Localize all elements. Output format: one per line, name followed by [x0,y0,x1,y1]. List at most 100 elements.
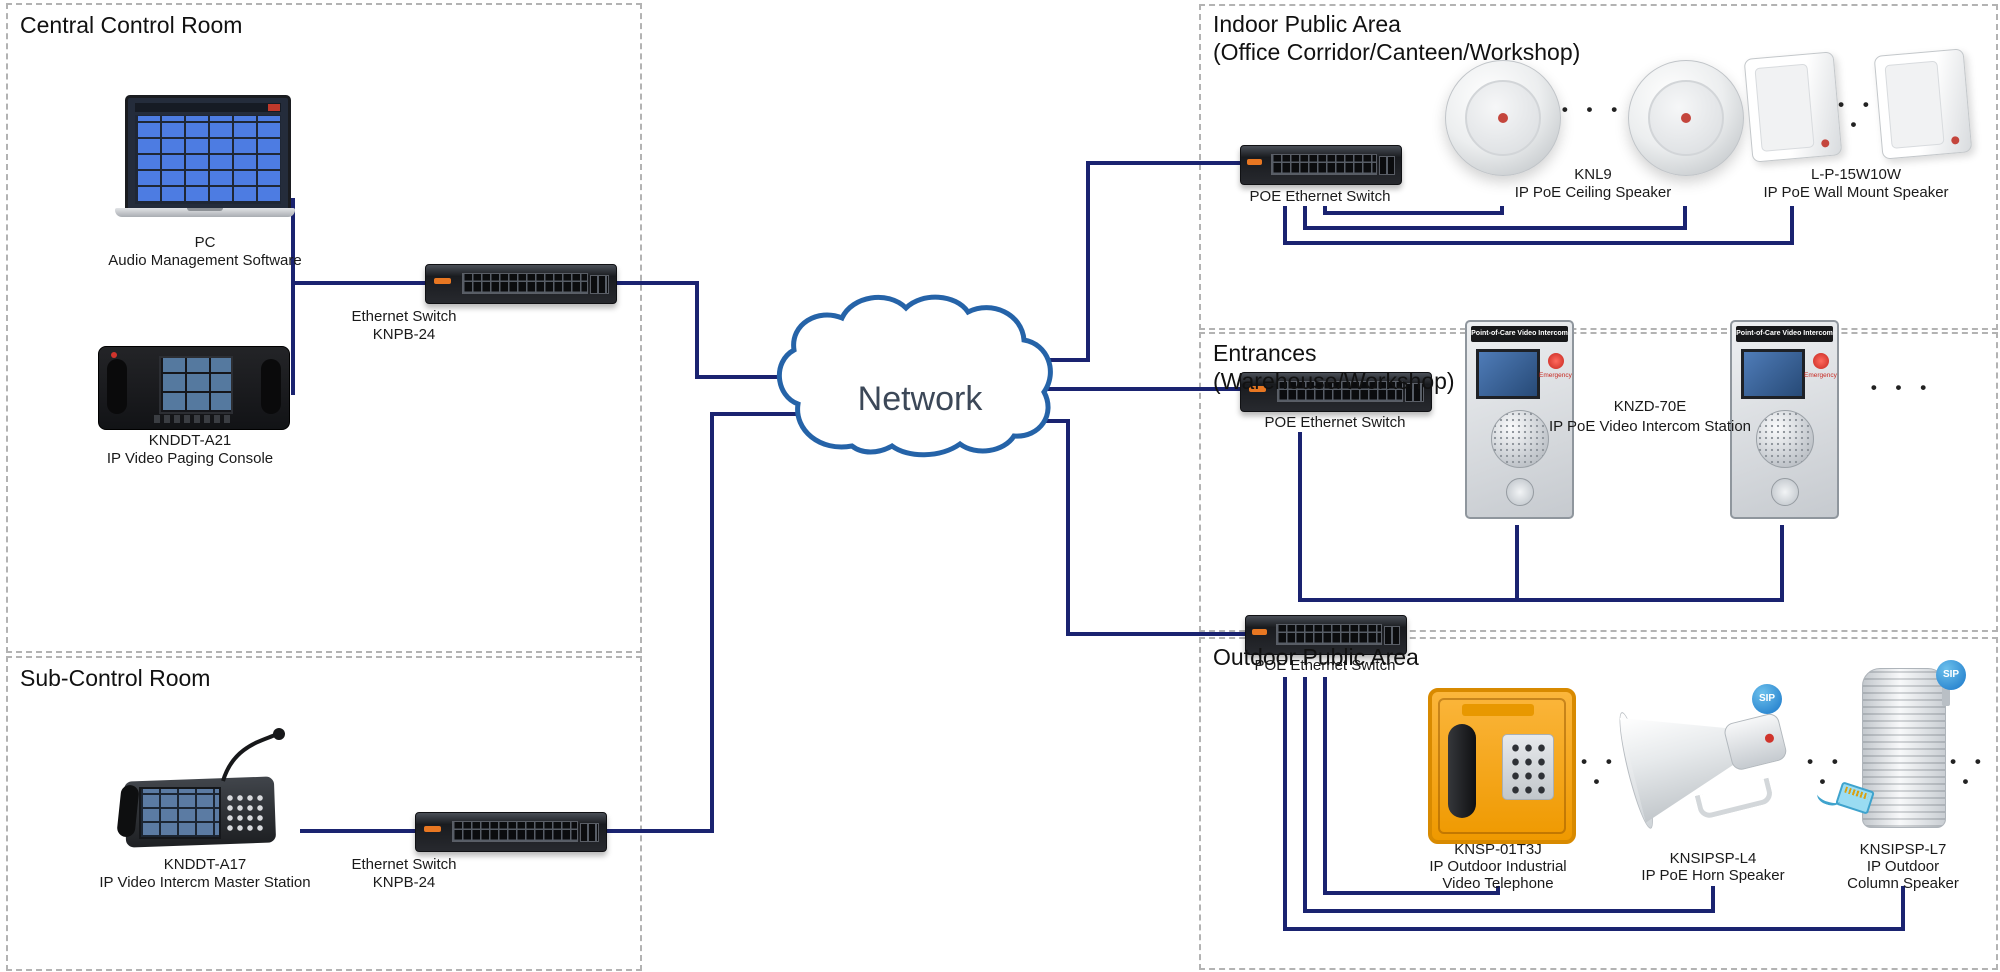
console-buttons [154,415,234,423]
intercom-panel-header: Point-of-Care Video Intercom [1736,326,1833,342]
poe-switch-outdoor-label: POE Ethernet Switch [1254,657,1396,674]
switch-uplink-ports [580,822,600,843]
ceiling-speaker-logo [1681,113,1691,123]
pc-laptop [115,95,295,220]
wall-speaker-dots: • • • [1838,95,1876,134]
switch-uplink-ports [1405,382,1425,403]
ethernet-switch-central [425,264,617,304]
laptop-screen [125,95,291,213]
outdoor-bus-column [1283,677,1905,931]
indoor-title: Indoor Public Area [1213,11,1401,37]
section-outdoor-public-area [1199,637,1998,970]
emergency-button [1548,353,1564,369]
horn-dots: • • • [1807,752,1845,791]
switch-sub-name-label: Ethernet Switch [351,856,457,873]
phone-model-label: KNSP-01T3J [1454,841,1542,858]
poe-switch-entrances-label: POE Ethernet Switch [1264,414,1406,431]
indoor-bus-ceiling1 [1323,206,1504,215]
sip-badge-horn: SIP [1752,684,1782,714]
ceiling-speaker-grille [1465,80,1541,156]
sub-title: Sub-Control Room [20,665,211,691]
laptop-app-logo [268,104,280,111]
ceiling-speaker-model-label: KNL9 [1574,166,1612,183]
intercom-station-2: Point-of-Care Video Intercom Emergency [1730,320,1839,519]
switch-ports [1276,623,1382,645]
switch-brand-badge [423,825,441,832]
intercom-screen [1741,349,1805,399]
central-title: Central Control Room [20,12,243,38]
intercom-model-label: KNZD-70E [1613,398,1687,415]
column-speaker-body [1862,668,1946,828]
phone-desc2-label: Video Telephone [1442,875,1554,892]
entrances-title: Entrances [1213,340,1317,366]
ceiling-speaker-1 [1445,60,1561,176]
industrial-phone [1428,688,1576,844]
line-switch1-to-cloud [615,281,820,379]
phone-handset [1448,724,1476,818]
intercom-panel-header: Point-of-Care Video Intercom [1471,326,1568,342]
gooseneck-mic [221,728,285,782]
network-cloud [777,294,1053,458]
ceiling-speaker-2 [1628,60,1744,176]
wall-speaker-logo [1951,135,1961,145]
poe-switch-entrances [1240,372,1432,412]
horn-speaker-body [1613,671,1814,843]
paging-console [98,346,290,430]
ceiling-speaker-grille [1648,80,1724,156]
poe-switch-indoor-label: POE Ethernet Switch [1249,188,1391,205]
line-cloud-to-indoor-switch [1025,161,1240,362]
section-entrances [1199,332,1998,632]
switch-sub-model-label: KNPB-24 [372,874,436,891]
wall-speaker-grille [1754,63,1815,152]
sip-badge-column: SIP [1936,660,1966,690]
column-desc1-label: IP Outdoor [1866,858,1940,875]
wall-speaker-desc-label: IP PoE Wall Mount Speaker [1763,184,1949,201]
pc-desc-label: Audio Management Software [108,252,302,269]
switch-central-name-label: Ethernet Switch [351,308,457,325]
switch-brand-badge [1248,385,1266,392]
outdoor-title: Outdoor Public Area [1213,644,1419,670]
master-model-label: KNDDT-A17 [163,856,247,873]
console-logo [111,352,117,358]
laptop-base [115,208,295,217]
section-indoor-public-area [1199,4,1998,330]
phone-desc1-label: IP Outdoor Industrial [1429,858,1567,875]
intercom-screen [1476,349,1540,399]
master-station [116,728,295,850]
emergency-label: Emergency [1804,372,1837,379]
console-body [98,346,290,430]
horn-bracket [1694,777,1775,821]
console-desc-label: IP Video Paging Console [106,450,274,467]
line-switch2-to-cloud [605,412,820,833]
indoor-subtitle: (Office Corridor/Canteen/Workshop) [1213,39,1581,65]
entrances-bus-main [1298,432,1784,602]
wall-speaker-grille [1884,60,1945,149]
wall-speaker-model-label: L-P-15W10W [1810,166,1902,183]
intercom-call-button [1770,478,1799,506]
network-cloud-label: Network [857,380,983,418]
switch-brand-badge [1247,158,1262,165]
intercom-station-1: Point-of-Care Video Intercom Emergency [1465,320,1574,519]
console-model-label: KNDDT-A21 [148,432,232,449]
pc-name-label: PC [194,234,216,251]
phone-dots: • • • [1581,752,1619,791]
intercom-desc-label: IP PoE Video Intercom Station [1548,418,1752,435]
master-desc-label: IP Video Intercm Master Station [99,874,311,891]
master-station-keypad [225,793,263,831]
outdoor-bus-horn [1303,677,1715,913]
intercom-call-button [1505,478,1534,506]
emergency-label: Emergency [1539,372,1572,379]
audio-software-grid [135,115,281,204]
master-station-screen [139,787,221,839]
intercom-dots: • • • [1870,378,1934,397]
ceiling-speaker-logo [1498,113,1508,123]
switch-ports [1277,380,1403,402]
switch-uplink-ports [1384,625,1401,646]
laptop-app-titlebar [135,103,281,112]
column-desc2-label: Column Speaker [1847,875,1959,892]
line-cloud-to-outdoor-switch [1022,419,1245,636]
poe-switch-indoor [1240,145,1402,185]
indoor-bus-wall [1283,206,1794,245]
